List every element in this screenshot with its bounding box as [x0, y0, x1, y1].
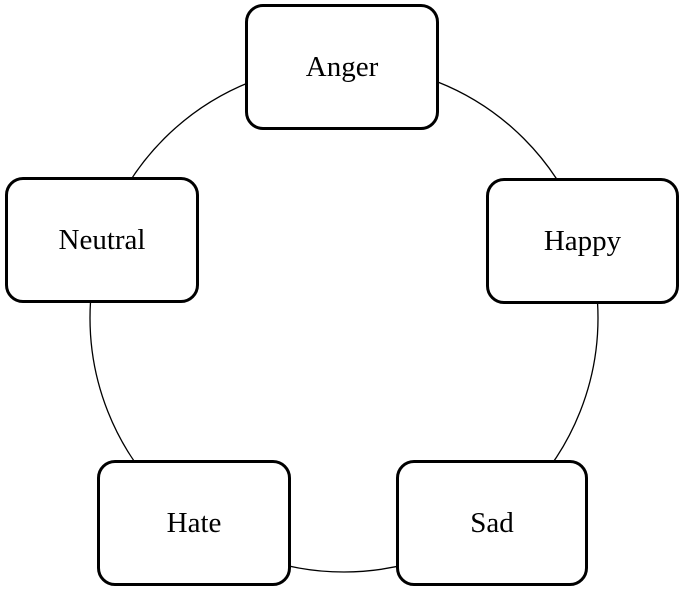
node-neutral: Neutral	[5, 177, 199, 303]
node-sad: Sad	[396, 460, 588, 586]
node-happy: Happy	[486, 178, 679, 304]
node-hate-label: Hate	[166, 506, 222, 539]
node-neutral-label: Neutral	[58, 223, 146, 256]
node-sad-label: Sad	[470, 506, 514, 539]
node-happy-label: Happy	[543, 224, 622, 257]
node-anger: Anger	[245, 4, 439, 130]
node-anger-label: Anger	[305, 50, 379, 83]
node-hate: Hate	[97, 460, 291, 586]
